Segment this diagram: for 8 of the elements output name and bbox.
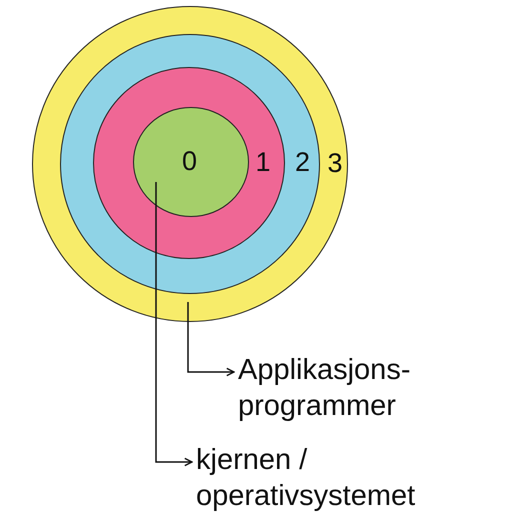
ring-number: 0 [182, 148, 198, 175]
ring-number: 3 [328, 150, 343, 176]
ring-number: 2 [295, 149, 310, 176]
ring-number: 1 [256, 148, 271, 176]
callout-text: kjernen / operativsystemet [196, 442, 496, 514]
leader-line [187, 302, 235, 376]
leader-line [155, 182, 193, 466]
callout-text: Applikasjons- programmer [238, 352, 508, 424]
